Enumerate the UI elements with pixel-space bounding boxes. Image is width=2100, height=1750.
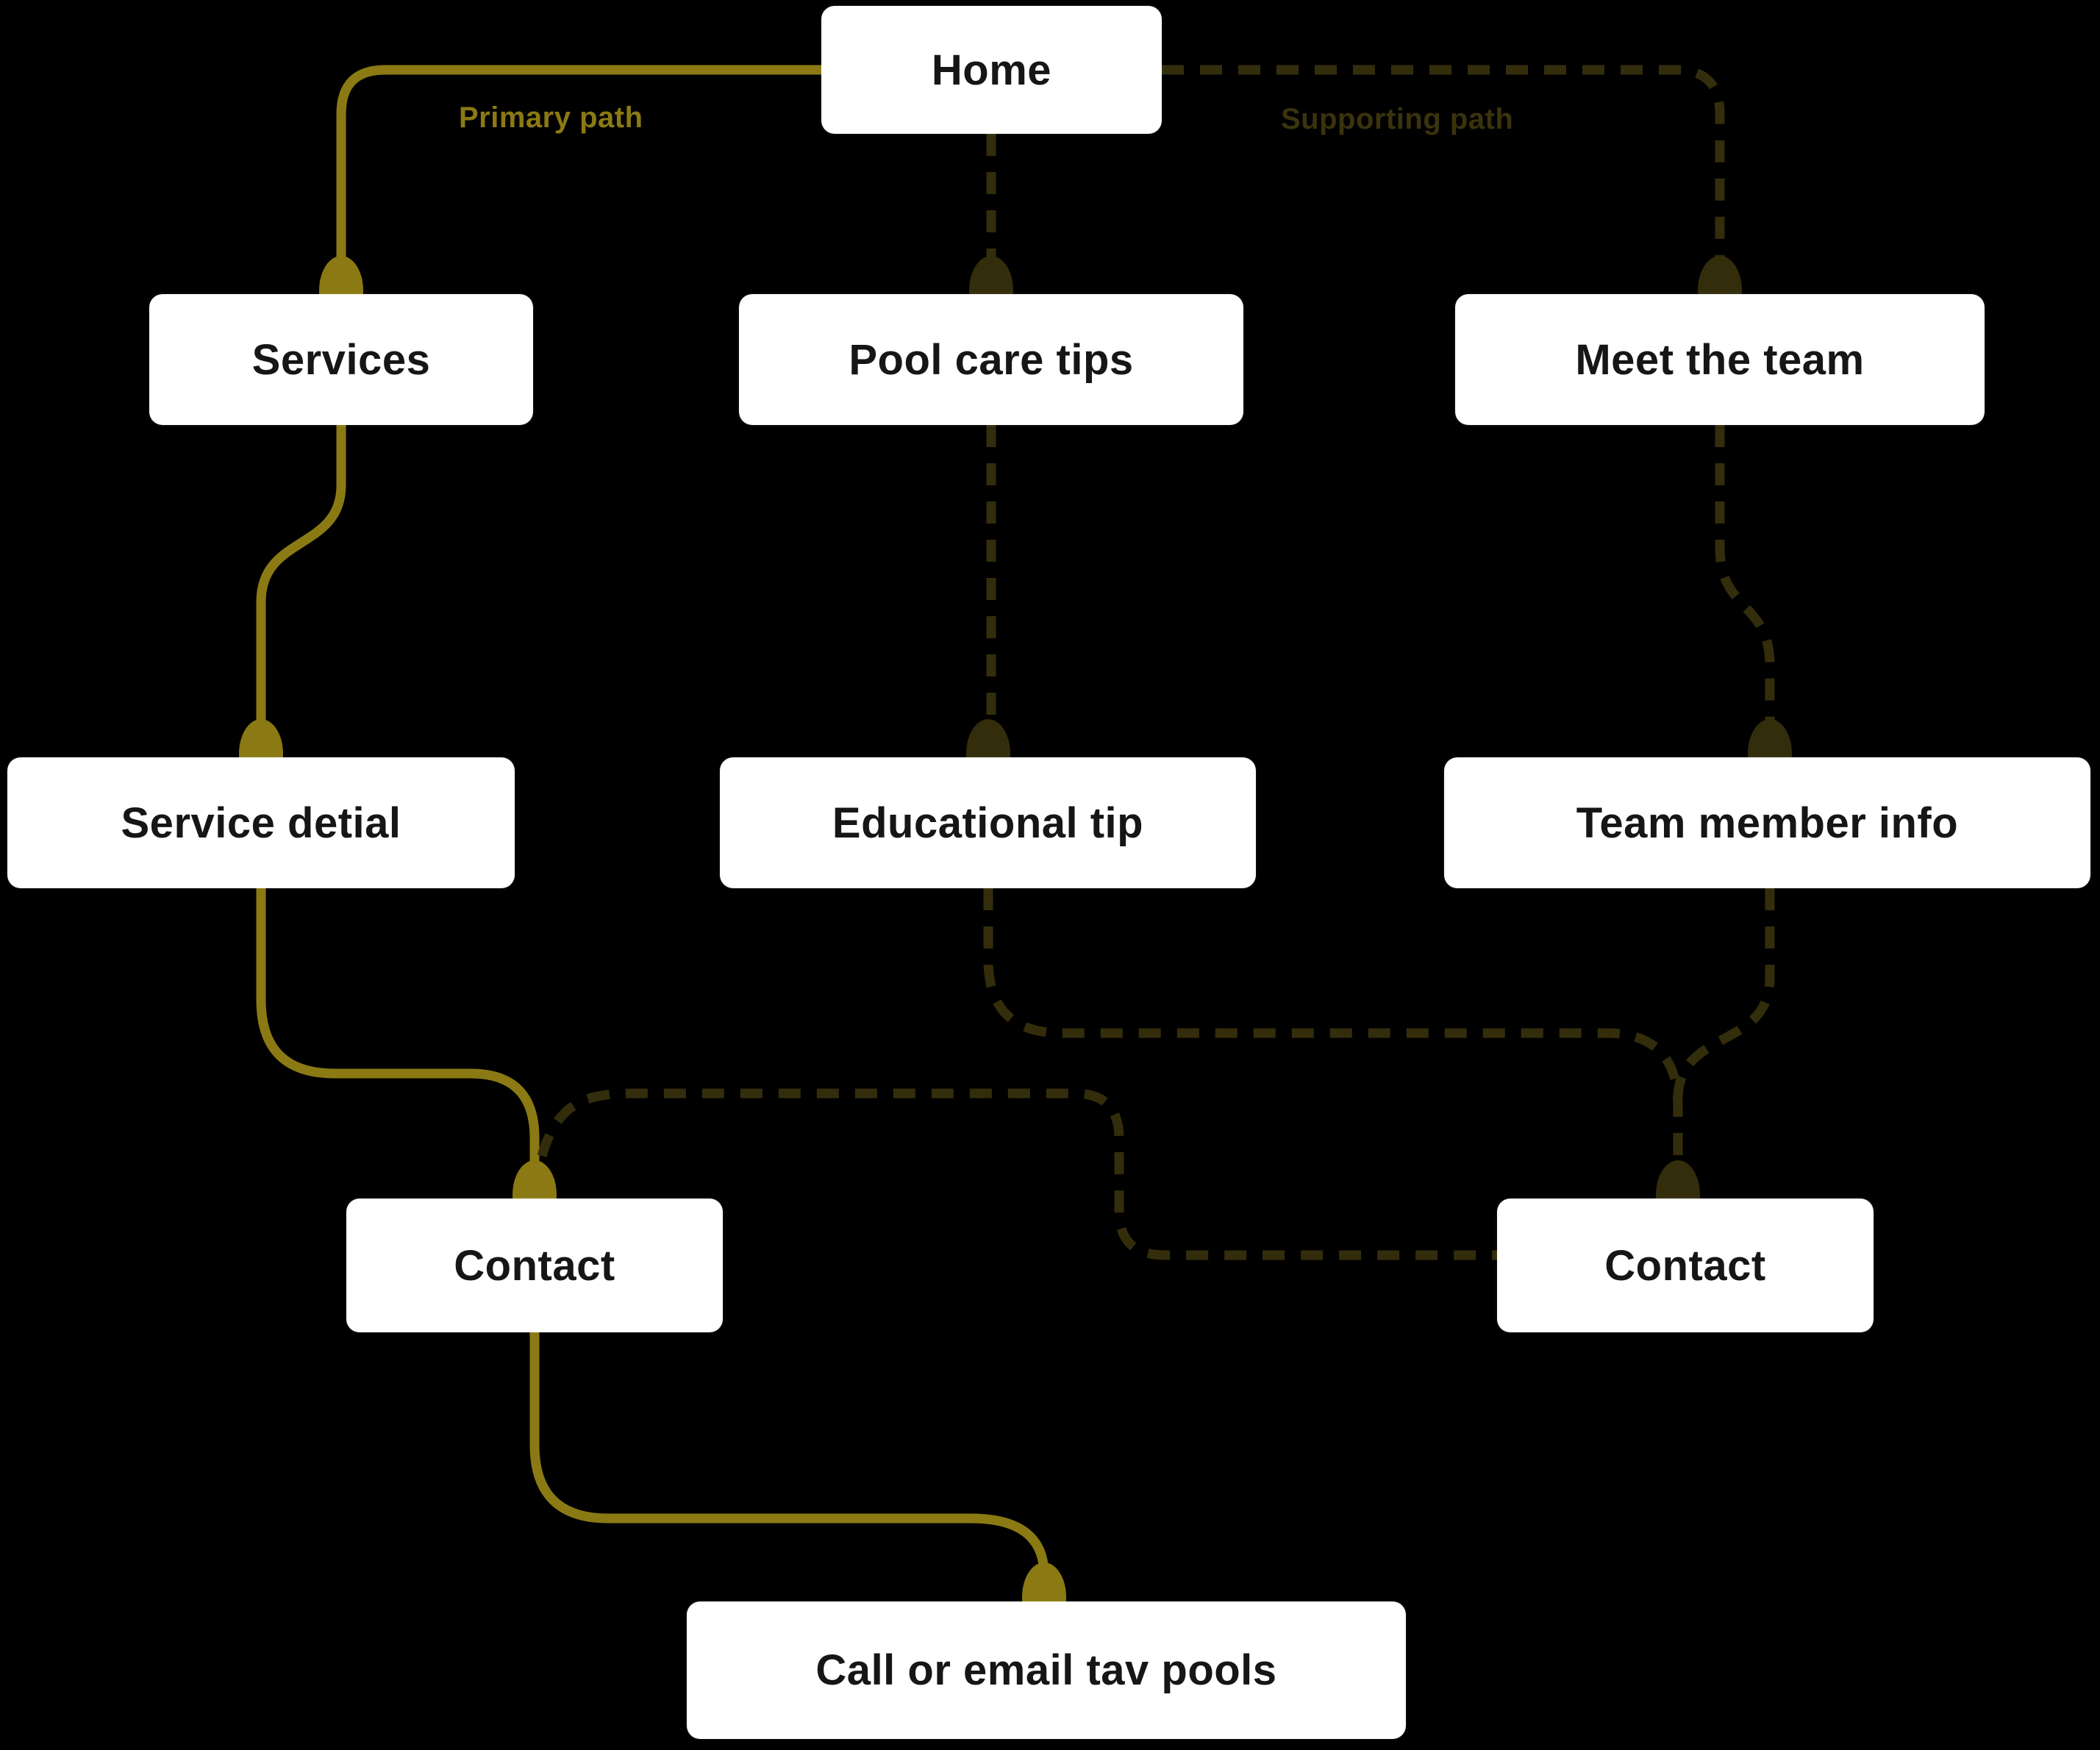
node-label-home: Home <box>931 46 1052 94</box>
edge-educational-tip-to-contact-right <box>983 888 1683 1199</box>
edge-team-member-info-to-contact-right <box>1673 888 1775 1100</box>
node-pool-care-tips[interactable]: Pool care tips <box>739 294 1243 425</box>
node-contact-right[interactable]: Contact <box>1497 1199 1874 1332</box>
edge-contact-left-to-call-or-email <box>529 1332 1049 1601</box>
primary-path-label: Primary path <box>459 101 643 134</box>
node-home[interactable]: Home <box>821 6 1162 134</box>
node-label-service-detial: Service detial <box>121 799 401 847</box>
node-call-or-email[interactable]: Call or email tav pools <box>687 1601 1406 1739</box>
node-label-team-member-info: Team member info <box>1576 799 1959 847</box>
node-label-services: Services <box>251 335 431 384</box>
supporting-path-label: Supporting path <box>1281 103 1514 135</box>
node-educational-tip[interactable]: Educational tip <box>720 757 1256 888</box>
node-label-pool-care-tips: Pool care tips <box>849 335 1134 384</box>
node-label-meet-the-team: Meet the team <box>1575 335 1865 384</box>
node-meet-the-team[interactable]: Meet the team <box>1455 294 1985 425</box>
edge-services-to-service-detial <box>256 425 346 757</box>
node-label-contact-left: Contact <box>454 1241 615 1290</box>
node-label-educational-tip: Educational tip <box>832 799 1144 847</box>
node-services[interactable]: Services <box>149 294 533 425</box>
edge-home-to-meet-the-team <box>1162 65 1725 294</box>
node-team-member-info[interactable]: Team member info <box>1444 757 2090 888</box>
node-label-contact-right: Contact <box>1604 1241 1766 1290</box>
edge-service-detial-to-contact-left <box>256 888 540 1199</box>
node-service-detial[interactable]: Service detial <box>7 757 515 888</box>
edge-contact-left-to-contact-right <box>537 1088 1497 1260</box>
node-contact-left[interactable]: Contact <box>346 1199 723 1332</box>
edge-meet-the-team-to-team-member-info <box>1715 425 1775 757</box>
edge-home-to-services <box>336 65 821 294</box>
node-label-call-or-email: Call or email tav pools <box>815 1646 1277 1694</box>
